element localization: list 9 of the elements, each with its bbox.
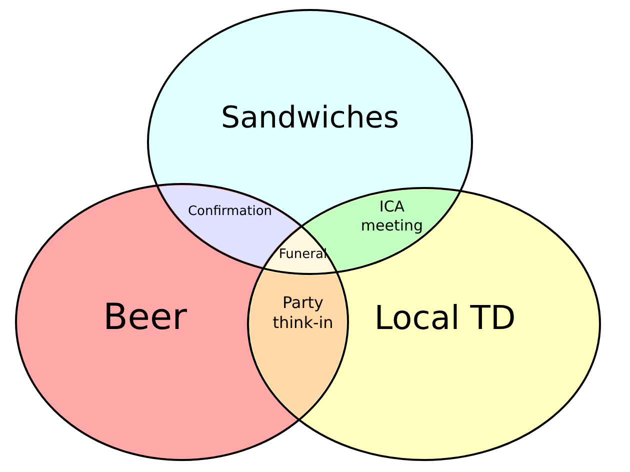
overlap-label: Confirmation bbox=[186, 204, 274, 220]
set-label: Local TD bbox=[374, 300, 516, 336]
overlap-label: Party think-in bbox=[272, 293, 334, 333]
set-ellipse bbox=[147, 9, 473, 275]
set-label: Beer bbox=[103, 298, 187, 338]
overlap-label: Funeral bbox=[278, 246, 328, 264]
overlap-label: ICA meeting bbox=[360, 197, 424, 235]
set-ellipse bbox=[15, 183, 349, 461]
set-label: Sandwiches bbox=[221, 102, 399, 134]
